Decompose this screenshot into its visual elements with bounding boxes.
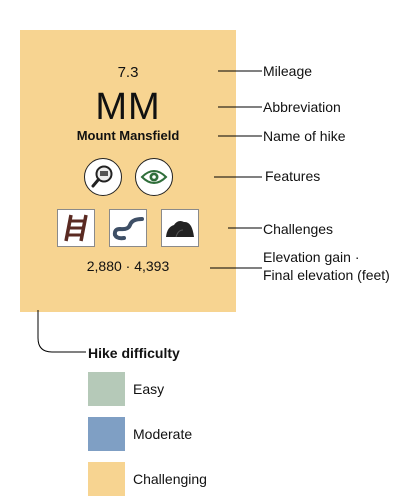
hike-abbreviation: MM (95, 86, 161, 128)
hike-name: Mount Mansfield (76, 128, 180, 143)
legend-connector-line (37, 310, 86, 353)
hike-card (20, 30, 236, 312)
callout-name: Name of hike (263, 128, 346, 144)
legend-swatch-moderate (88, 417, 125, 451)
mileage-value: 7.3 (117, 64, 139, 81)
legend-title: Hike difficulty (88, 345, 180, 361)
callout-mileage: Mileage (263, 63, 313, 79)
callout-abbreviation: Abbreviation (263, 99, 341, 115)
callout-features: Features (265, 168, 321, 184)
eye-view-icon (135, 158, 173, 196)
callout-challenges: Challenges (263, 221, 334, 237)
rocks-icon (161, 209, 199, 247)
legend-label-moderate: Moderate (133, 426, 193, 442)
legend-swatch-easy (88, 372, 125, 406)
magnifier-search-icon (84, 158, 122, 196)
callout-elevation-line2: Final elevation (feet) (263, 267, 390, 283)
legend-label-easy: Easy (133, 381, 165, 397)
winding-trail-icon (109, 209, 147, 247)
callout-elevation-line1: Elevation gain · (263, 249, 360, 265)
elevation-values: 2,880 · 4,393 (86, 258, 170, 274)
legend-swatch-challenging (88, 462, 125, 496)
ladder-icon (57, 209, 95, 247)
legend-label-challenging: Challenging (133, 471, 207, 487)
